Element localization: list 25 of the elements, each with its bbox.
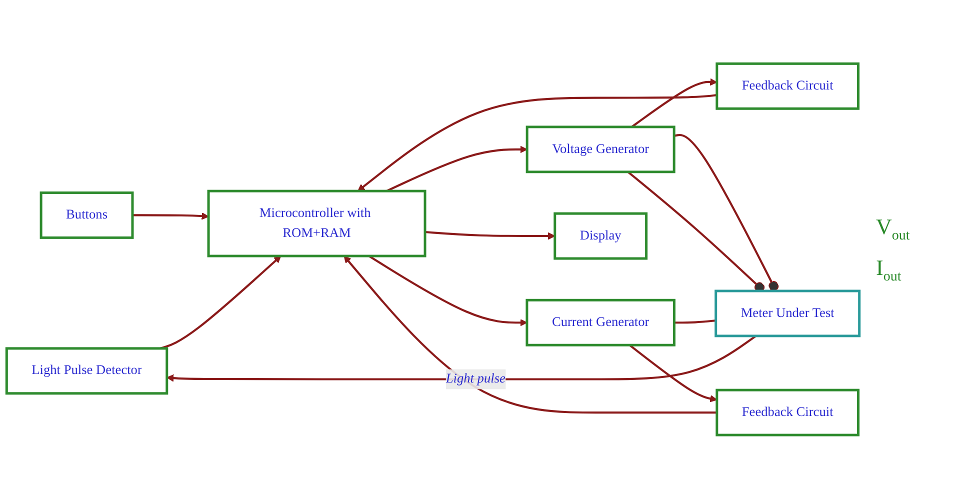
arrow [344,256,717,414]
edge-label: Light pulse [446,372,506,386]
node-box: Voltage Generator [526,126,676,174]
node-box: Display [554,212,648,260]
connector [674,134,779,292]
arrow [132,212,209,220]
arrow [160,256,282,350]
arrow [424,231,556,240]
node-box: Microcontroller with ROM+RAM [207,190,426,258]
arrow [386,146,528,192]
signal-label: I$_{out}$ [876,254,902,285]
node-box: Buttons [40,192,134,240]
signal-label: V$_{out}$ [876,214,911,244]
node-box: Current Generator [526,299,676,346]
arrow [631,78,718,128]
arrow [368,255,528,326]
arrow [166,335,757,382]
node-box: Meter Under Test [714,290,861,338]
connector [627,171,765,292]
connector [674,320,716,324]
node-box: Feedback Circuit [716,388,860,436]
arrow [628,344,718,402]
node-box: Feedback Circuit [716,62,860,110]
node-box: Light Pulse Detector [5,347,168,395]
arrow [358,94,718,192]
